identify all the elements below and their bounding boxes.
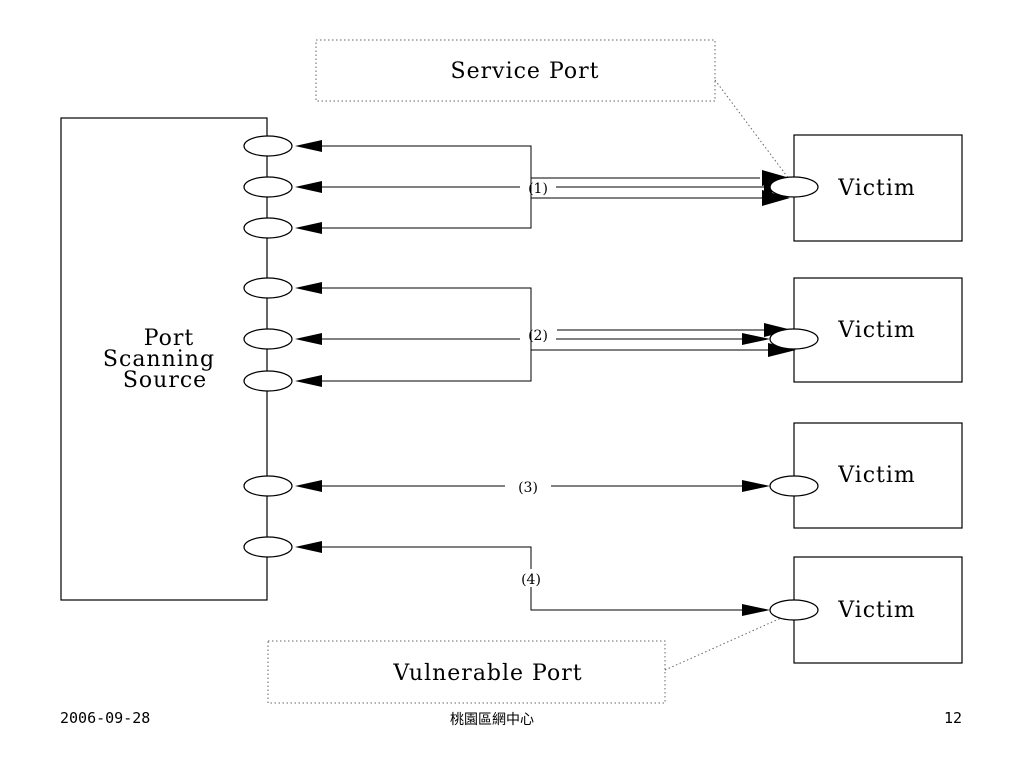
victim-label-3: Victim [837,463,916,488]
source-label-line2: Scanning [103,347,215,372]
victim-service-port-oval [769,176,819,198]
vulnerable-port-leader [664,613,791,671]
vulnerable-port-label: Vulnerable Port [392,661,582,686]
step-2-label: (2) [528,328,548,344]
footer-page-number: 12 [944,709,963,727]
scenario-2-connections [320,287,774,382]
service-port-callout [315,39,716,102]
service-port-label: Service Port [451,59,600,84]
scenario-3-arrowheads [295,480,770,492]
victim-label-4: Victim [837,598,916,623]
footer-organization: 桃園區網中心 [450,712,534,728]
victim-label-2: Victim [837,318,916,343]
source-label-line3: Source [123,368,207,393]
scenario-1-connections [320,145,770,229]
source-port-oval [243,328,293,350]
source-label-line1: Port [144,326,195,351]
footer-date: 2006-09-28 [60,709,151,727]
source-ports [243,135,293,558]
service-port-leader [714,79,793,184]
step-1-label: (1) [528,181,548,197]
source-port-oval [243,277,293,299]
victim-label-1: Victim [837,176,916,201]
source-port-oval [243,217,293,239]
victim-port-oval [769,475,819,497]
source-port-oval [243,536,293,558]
source-port-oval [243,176,293,198]
port-scanning-source-box [60,117,268,601]
victim-vulnerable-port-oval [769,599,819,621]
vulnerable-port-callout [267,640,666,704]
victim-ports [769,176,819,621]
source-port-oval [243,475,293,497]
scenario-4-connections [320,546,745,611]
victim-port-oval [769,328,819,350]
source-port-oval [243,370,293,392]
scenario-2-arrowheads [295,282,796,387]
source-port-oval [243,135,293,157]
scenario-4-arrowheads [295,541,770,616]
step-3-label: (3) [518,480,538,496]
step-4-label: (4) [521,572,541,588]
